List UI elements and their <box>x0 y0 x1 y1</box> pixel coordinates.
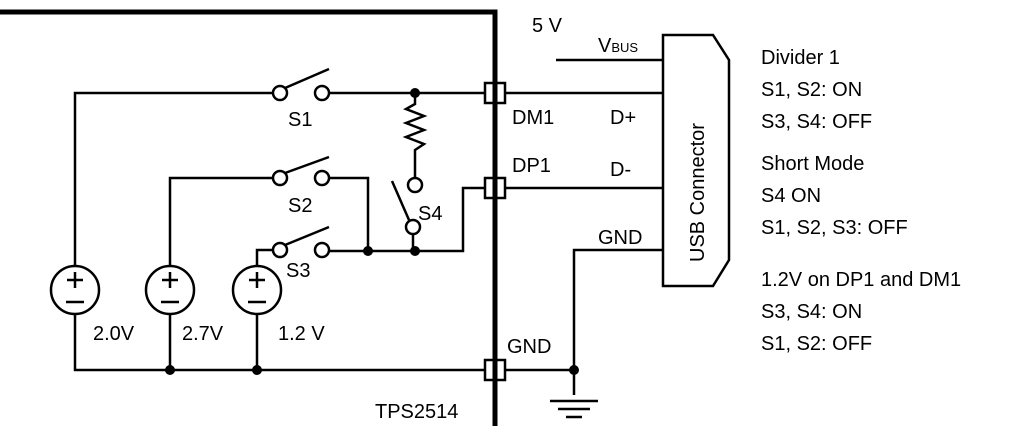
switch-s2 <box>271 155 331 187</box>
mode-line: S3, S4: OFF <box>761 111 872 133</box>
chip-name: TPS2514 <box>375 401 458 423</box>
source-label: 2.0V <box>93 323 135 345</box>
mode-line: S4 ON <box>761 185 821 207</box>
mode-line: S1, S2: OFF <box>761 333 872 355</box>
wire-ground <box>73 314 574 372</box>
wire-s2-left <box>168 176 273 266</box>
mode-line: S1, S2, S3: OFF <box>761 217 908 239</box>
wire-usb <box>505 58 663 395</box>
switch-s1 <box>271 67 331 102</box>
wire-dp1 <box>329 186 485 253</box>
switch-s3 <box>271 225 331 259</box>
switch-s3-label: S3 <box>286 260 310 282</box>
voltage-source-2v0 <box>49 264 101 316</box>
usb-connector-label: USB Connector <box>687 123 709 262</box>
dminus-label: D- <box>610 159 631 181</box>
ground-icon <box>550 399 598 419</box>
vbus-label: VBUS <box>598 35 638 57</box>
mode-title: 1.2V on DP1 and DM1 <box>761 269 961 291</box>
mode-notes: Divider 1 S1, S2: ON S3, S4: OFF Short M… <box>761 47 961 355</box>
mode-title: Divider 1 <box>761 47 840 69</box>
junction-dot <box>569 365 579 375</box>
switch-s4 <box>390 176 424 236</box>
pin-gnd-label: GND <box>507 336 551 358</box>
switch-s2-label: S2 <box>288 195 312 217</box>
dplus-label: D+ <box>610 107 636 129</box>
voltage-source-1v2 <box>231 264 283 316</box>
pin-dp1-label: DP1 <box>512 155 551 177</box>
wire-s3-left <box>255 248 273 266</box>
wire-s1-left <box>73 91 273 266</box>
switch-s4-label: S4 <box>418 203 442 225</box>
switch-s1-label: S1 <box>288 109 312 131</box>
source-label: 1.2 V <box>278 323 325 345</box>
junction-dot <box>165 365 175 375</box>
pin-dm1-label: DM1 <box>512 107 554 129</box>
junction-dot <box>252 365 262 375</box>
pin-gnd <box>483 358 507 382</box>
junction-dot <box>363 246 373 256</box>
usb-gnd-label: GND <box>598 227 642 249</box>
mode-title: Short Mode <box>761 153 864 175</box>
usb-connector <box>661 33 731 288</box>
wire-s2-right <box>329 176 370 251</box>
source-label: 2.7V <box>182 323 224 345</box>
voltage-source-2v7 <box>144 264 196 316</box>
mode-line: S1, S2: ON <box>761 79 862 101</box>
mode-line: S3, S4: ON <box>761 301 862 323</box>
resistor <box>402 93 428 178</box>
supply-label: 5 V <box>532 15 563 37</box>
ic-outline <box>0 9 498 426</box>
junction-dot <box>410 246 420 256</box>
